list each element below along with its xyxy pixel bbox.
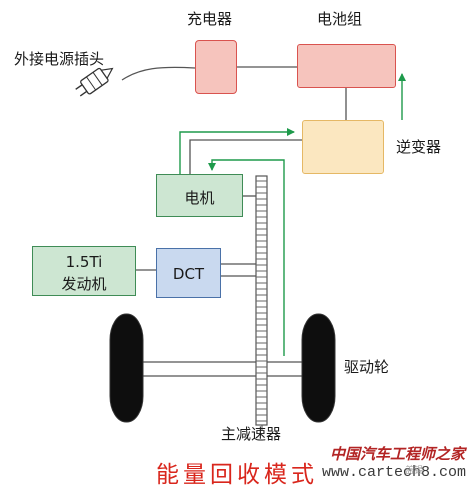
battery-label: 电池组 (317, 10, 363, 28)
left-wheel (109, 313, 144, 423)
watermark-site-url: www.cartech8.com (322, 464, 467, 481)
watermark-site-cn: 中国汽车工程师之家 (330, 445, 466, 463)
dct-label: DCT (172, 265, 205, 283)
engine-label-line1: 1.5Ti (65, 253, 103, 271)
dct-box: DCT (156, 248, 221, 298)
plug-cable (121, 66, 196, 81)
plug-icon (75, 67, 114, 97)
charger-box (195, 40, 237, 94)
wheels-label: 驱动轮 (344, 358, 390, 376)
motor-box: 电机 (156, 174, 243, 217)
right-wheel (301, 313, 336, 423)
charger-label: 充电器 (187, 10, 233, 28)
engine-label-line2: 发动机 (61, 275, 107, 293)
motor-label: 电机 (184, 189, 215, 207)
inverter-motor-line (189, 139, 302, 174)
battery-box (297, 44, 396, 88)
reducer-label: 主减速器 (221, 425, 282, 443)
inverter-box (302, 120, 384, 174)
inverter-label: 逆变器 (396, 138, 442, 156)
watermark-user: 盖锡 (405, 466, 424, 476)
plug-label: 外接电源插头 (14, 50, 105, 68)
diagram-caption: 能量回收模式 (156, 462, 318, 488)
flow-arrow-motor-inverter (179, 128, 295, 174)
flow-arrow-outer (208, 159, 285, 356)
engine-box: 1.5Ti 发动机 (32, 246, 136, 296)
